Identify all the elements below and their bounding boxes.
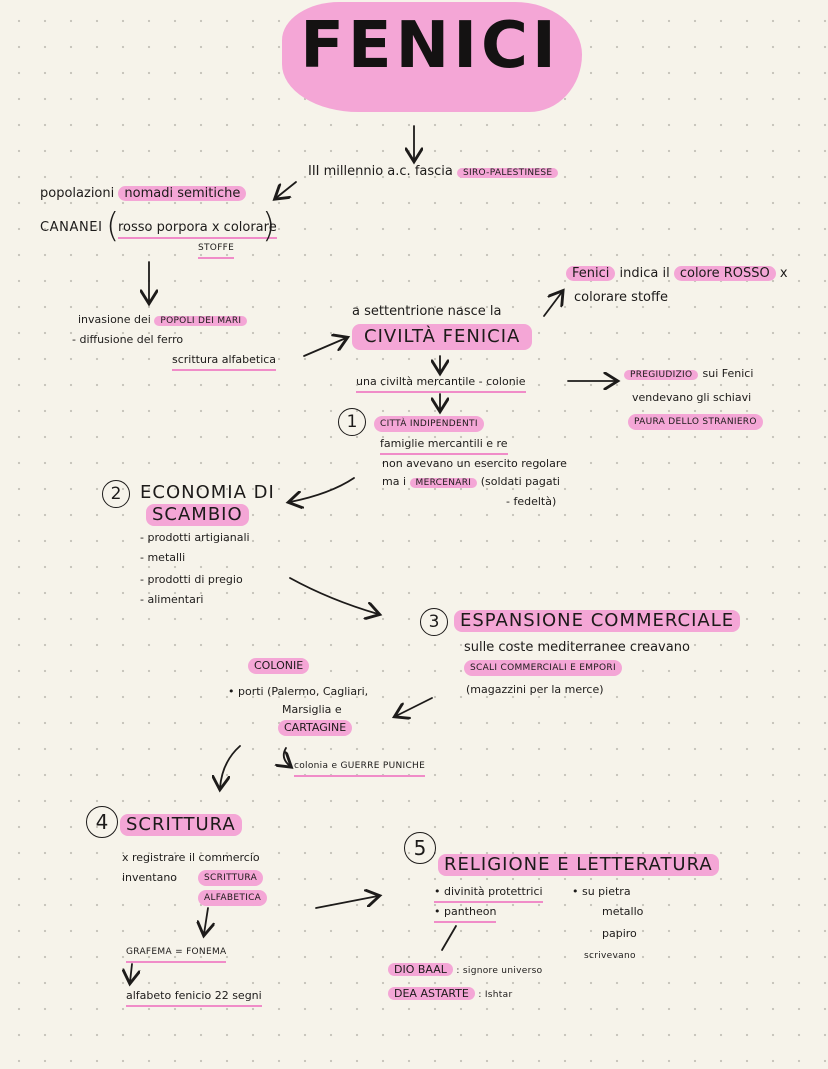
- arrow-to-populations: [276, 181, 297, 198]
- point2-item-2: - metalli: [140, 551, 186, 564]
- stoffe-label: STOFFE: [198, 240, 235, 259]
- name-note-middle: indica il: [619, 266, 670, 281]
- arrow-to-name-note: [543, 292, 562, 317]
- populations-line: popolazioni nomadi semitiche: [40, 186, 247, 202]
- point4-line-1: x registrare il commercio: [122, 851, 260, 864]
- arrow-to-guerre: [284, 747, 290, 766]
- prejudice-rest: sui Fenici: [702, 367, 754, 380]
- invasion-line-1: invasione dei POPOLI DEI MARI: [78, 312, 248, 329]
- arrow-colonies-down: [220, 745, 241, 788]
- baal-rest: : signore universo: [456, 966, 543, 976]
- invasion-line-2: - diffusione del ferro: [72, 333, 184, 346]
- point5-item-1: • divinità protettrici: [434, 884, 543, 903]
- populations-label: popolazioni: [40, 186, 115, 201]
- number-badge-5: 5: [404, 832, 436, 864]
- point3-line-3: (magazzini per la merce): [466, 683, 604, 696]
- invasion-line-3: scrittura alfabetica: [172, 352, 277, 371]
- colore-rosso: colore ROSSO: [673, 266, 776, 281]
- origin-region: SIRO-PALESTINESE: [457, 168, 559, 178]
- paren-open: (: [106, 206, 120, 246]
- astarte-name: DEA ASTARTE: [388, 987, 475, 1000]
- colonies-line-1: • porti (Palermo, Cagliari,: [228, 685, 369, 698]
- number-badge-1: 1: [338, 408, 366, 436]
- point5-title: RELIGIONE E LETTERATURA: [438, 854, 719, 876]
- civilization-name: CIVILTÀ FENICIA: [352, 324, 533, 350]
- origin-era: III millennio a.c. fascia: [308, 164, 453, 179]
- point1-line-4: ma i MERCENARI (soldati pagati: [382, 474, 560, 491]
- point1-ma-i: ma i: [382, 475, 407, 488]
- point3-line-1: sulle coste mediterranee creavano: [464, 640, 690, 655]
- grafema-fonema: GRAFEMA = FONEMA: [126, 944, 227, 963]
- arrow-grafema-down: [130, 963, 132, 982]
- baal-line: DIO BAAL : signore universo: [388, 962, 542, 979]
- colonies-line-2: Marsiglia e: [282, 703, 342, 716]
- popoli-dei-mari: POPOLI DEI MARI: [154, 316, 248, 326]
- arrow-to-point5: [315, 896, 378, 909]
- fenici-word: Fenici: [566, 266, 616, 281]
- point4-highlight-1: SCRITTURA: [198, 870, 264, 886]
- purple-dye-note: rosso porpora x colorare: [118, 220, 277, 239]
- arrow-to-point2: [290, 477, 355, 502]
- point2-item-1: - prodotti artigianali: [140, 531, 250, 544]
- point5-media-4: scrivevano: [584, 951, 636, 961]
- point5-media-2: metallo: [602, 905, 644, 918]
- prejudice-word: PREGIUDIZIO: [624, 370, 699, 380]
- arrow-to-civilization: [303, 338, 346, 357]
- point2-item-3: - prodotti di pregio: [140, 573, 243, 586]
- point5-item-2: • pantheon: [434, 904, 497, 923]
- point2-item-4: - alimentari: [140, 593, 204, 606]
- invasion-prefix: invasione dei: [78, 313, 151, 326]
- populations-highlight: nomadi semitiche: [118, 186, 247, 201]
- origin-line: III millennio a.c. fascia SIRO-PALESTINE…: [308, 164, 559, 181]
- colonies-title: COLONIE: [248, 658, 310, 674]
- prejudice-line-3: PAURA DELLO STRANIERO: [628, 414, 763, 430]
- cartagine-label: CARTAGINE: [278, 720, 353, 736]
- number-badge-2: 2: [102, 480, 130, 508]
- point2-title-1: ECONOMIA DI: [140, 482, 275, 503]
- point1-line-3: non avevano un esercito regolare: [382, 457, 567, 470]
- mercenari-label: MERCENARI: [409, 478, 478, 488]
- mercantile-line: una civiltà mercantile - colonie: [356, 374, 526, 393]
- prejudice-line-2: vendevano gli schiavi: [632, 391, 752, 404]
- page-title: FENICI: [300, 9, 560, 83]
- name-note-line-1: Fenici indica il colore ROSSO x: [566, 266, 788, 282]
- astarte-line: DEA ASTARTE : Ishtar: [388, 986, 512, 1003]
- number-badge-4: 4: [86, 806, 118, 838]
- name-note-x: x: [779, 266, 788, 281]
- line-pantheon-to-baal: [441, 925, 457, 951]
- title-highlight-blob: [282, 2, 582, 112]
- arrow-scrittura-down: [204, 907, 208, 934]
- astarte-rest: : Ishtar: [478, 990, 513, 1000]
- colonies-line-4: colonia e GUERRE PUNICHE: [294, 758, 426, 777]
- point1-paren-1: (soldati pagati: [480, 475, 560, 488]
- point2-title-2: SCAMBIO: [146, 504, 249, 526]
- number-badge-3: 3: [420, 608, 448, 636]
- arrow-to-colonies: [396, 697, 433, 716]
- point4-line-2: inventano: [122, 871, 178, 884]
- cananei-label: CANANEI: [40, 220, 103, 235]
- point1-line-2: famiglie mercantili e re: [380, 436, 508, 455]
- civilization-intro: a settentrione nasce la: [352, 304, 502, 319]
- point3-line-2: SCALI COMMERCIALI E EMPORI: [464, 660, 622, 676]
- point5-media-3: papiro: [602, 927, 637, 940]
- point3-title: ESPANSIONE COMMERCIALE: [454, 610, 741, 632]
- point1-paren-2: - fedeltà): [506, 495, 557, 508]
- point4-title: SCRITTURA: [120, 814, 242, 836]
- prejudice-line-1: PREGIUDIZIO sui Fenici: [624, 366, 753, 383]
- point1-title: CITTÀ INDIPENDENTI: [374, 416, 484, 432]
- arrow-to-point3: [289, 577, 378, 614]
- point5-media-1: • su pietra: [572, 885, 631, 898]
- name-note-line-2: colorare stoffe: [574, 290, 668, 305]
- alfabeto-fenicio: alfabeto fenicio 22 segni: [126, 988, 262, 1007]
- point4-highlight-2: ALFABETICA: [198, 890, 268, 906]
- baal-name: DIO BAAL: [388, 963, 453, 976]
- paren-close: ): [262, 206, 276, 246]
